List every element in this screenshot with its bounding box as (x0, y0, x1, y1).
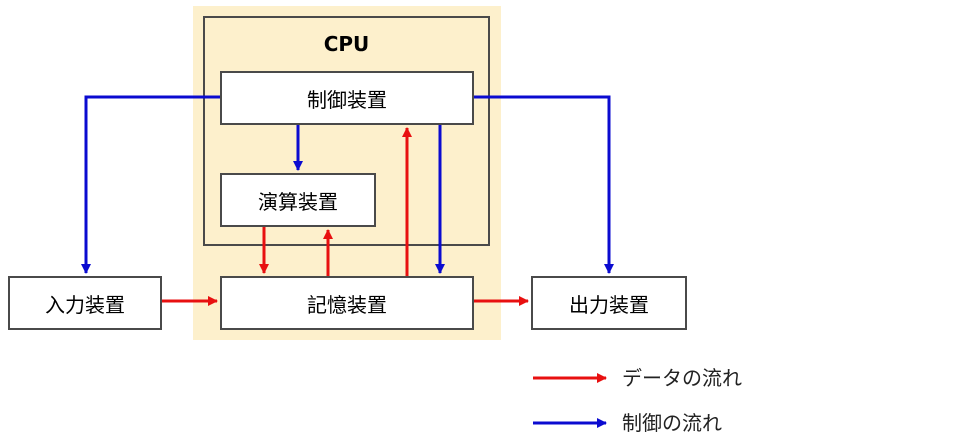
control-to-input-arrow (81, 95, 220, 274)
legend-data-flow-label: データの流れ (622, 366, 742, 390)
output-device-box: 出力装置 (531, 276, 687, 330)
input-device-box: 入力装置 (8, 276, 162, 330)
cpu-frame (203, 16, 490, 246)
alu-box: 演算装置 (220, 173, 376, 227)
memory-box: 記憶装置 (220, 276, 474, 330)
legend-control-flow-label: 制御の流れ (622, 411, 722, 435)
control-to-output-arrow (474, 95, 614, 274)
cpu-title: CPU (323, 32, 370, 56)
control-unit-box: 制御装置 (220, 71, 474, 125)
